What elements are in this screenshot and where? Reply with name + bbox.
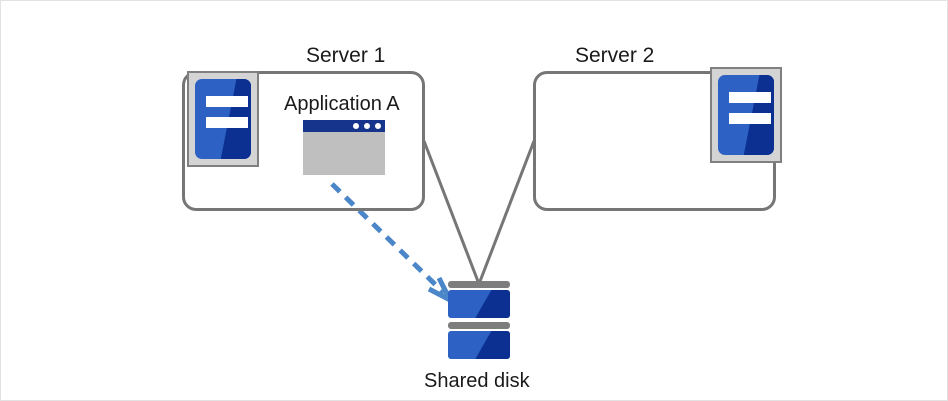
application-window-icon (303, 120, 385, 175)
disk-platter-shade (475, 331, 510, 359)
window-dot-icon (375, 123, 381, 129)
server-1-box (182, 71, 425, 211)
server-unit-icon (187, 71, 259, 167)
connector-server2-to-disk (477, 140, 536, 285)
server-icon-slot-top (206, 96, 248, 107)
server-icon-slot-bottom (729, 113, 771, 124)
disk-platter-body (448, 331, 510, 359)
disk-stack-icon (448, 281, 510, 363)
connector-server1-to-disk (422, 140, 481, 285)
application-a-label: Application A (284, 93, 400, 115)
server-2-title: Server 2 (575, 44, 655, 67)
window-dot-icon (353, 123, 359, 129)
server-icon-body (195, 79, 251, 159)
server-icon-slot-bottom (206, 117, 248, 128)
disk-platter-shade (475, 290, 510, 318)
disk-platter-bar (448, 281, 510, 288)
window-dot-icon (364, 123, 370, 129)
shared-disk-label: Shared disk (424, 370, 530, 392)
server-icon-body (718, 75, 774, 155)
disk-platter-bar (448, 322, 510, 329)
server-1-title: Server 1 (306, 44, 386, 67)
disk-platter-body (448, 290, 510, 318)
dashed-arrow-application-to-disk (330, 182, 446, 295)
application-window-titlebar (303, 120, 385, 132)
server-icon-slot-top (729, 92, 771, 103)
server-unit-icon (710, 67, 782, 163)
